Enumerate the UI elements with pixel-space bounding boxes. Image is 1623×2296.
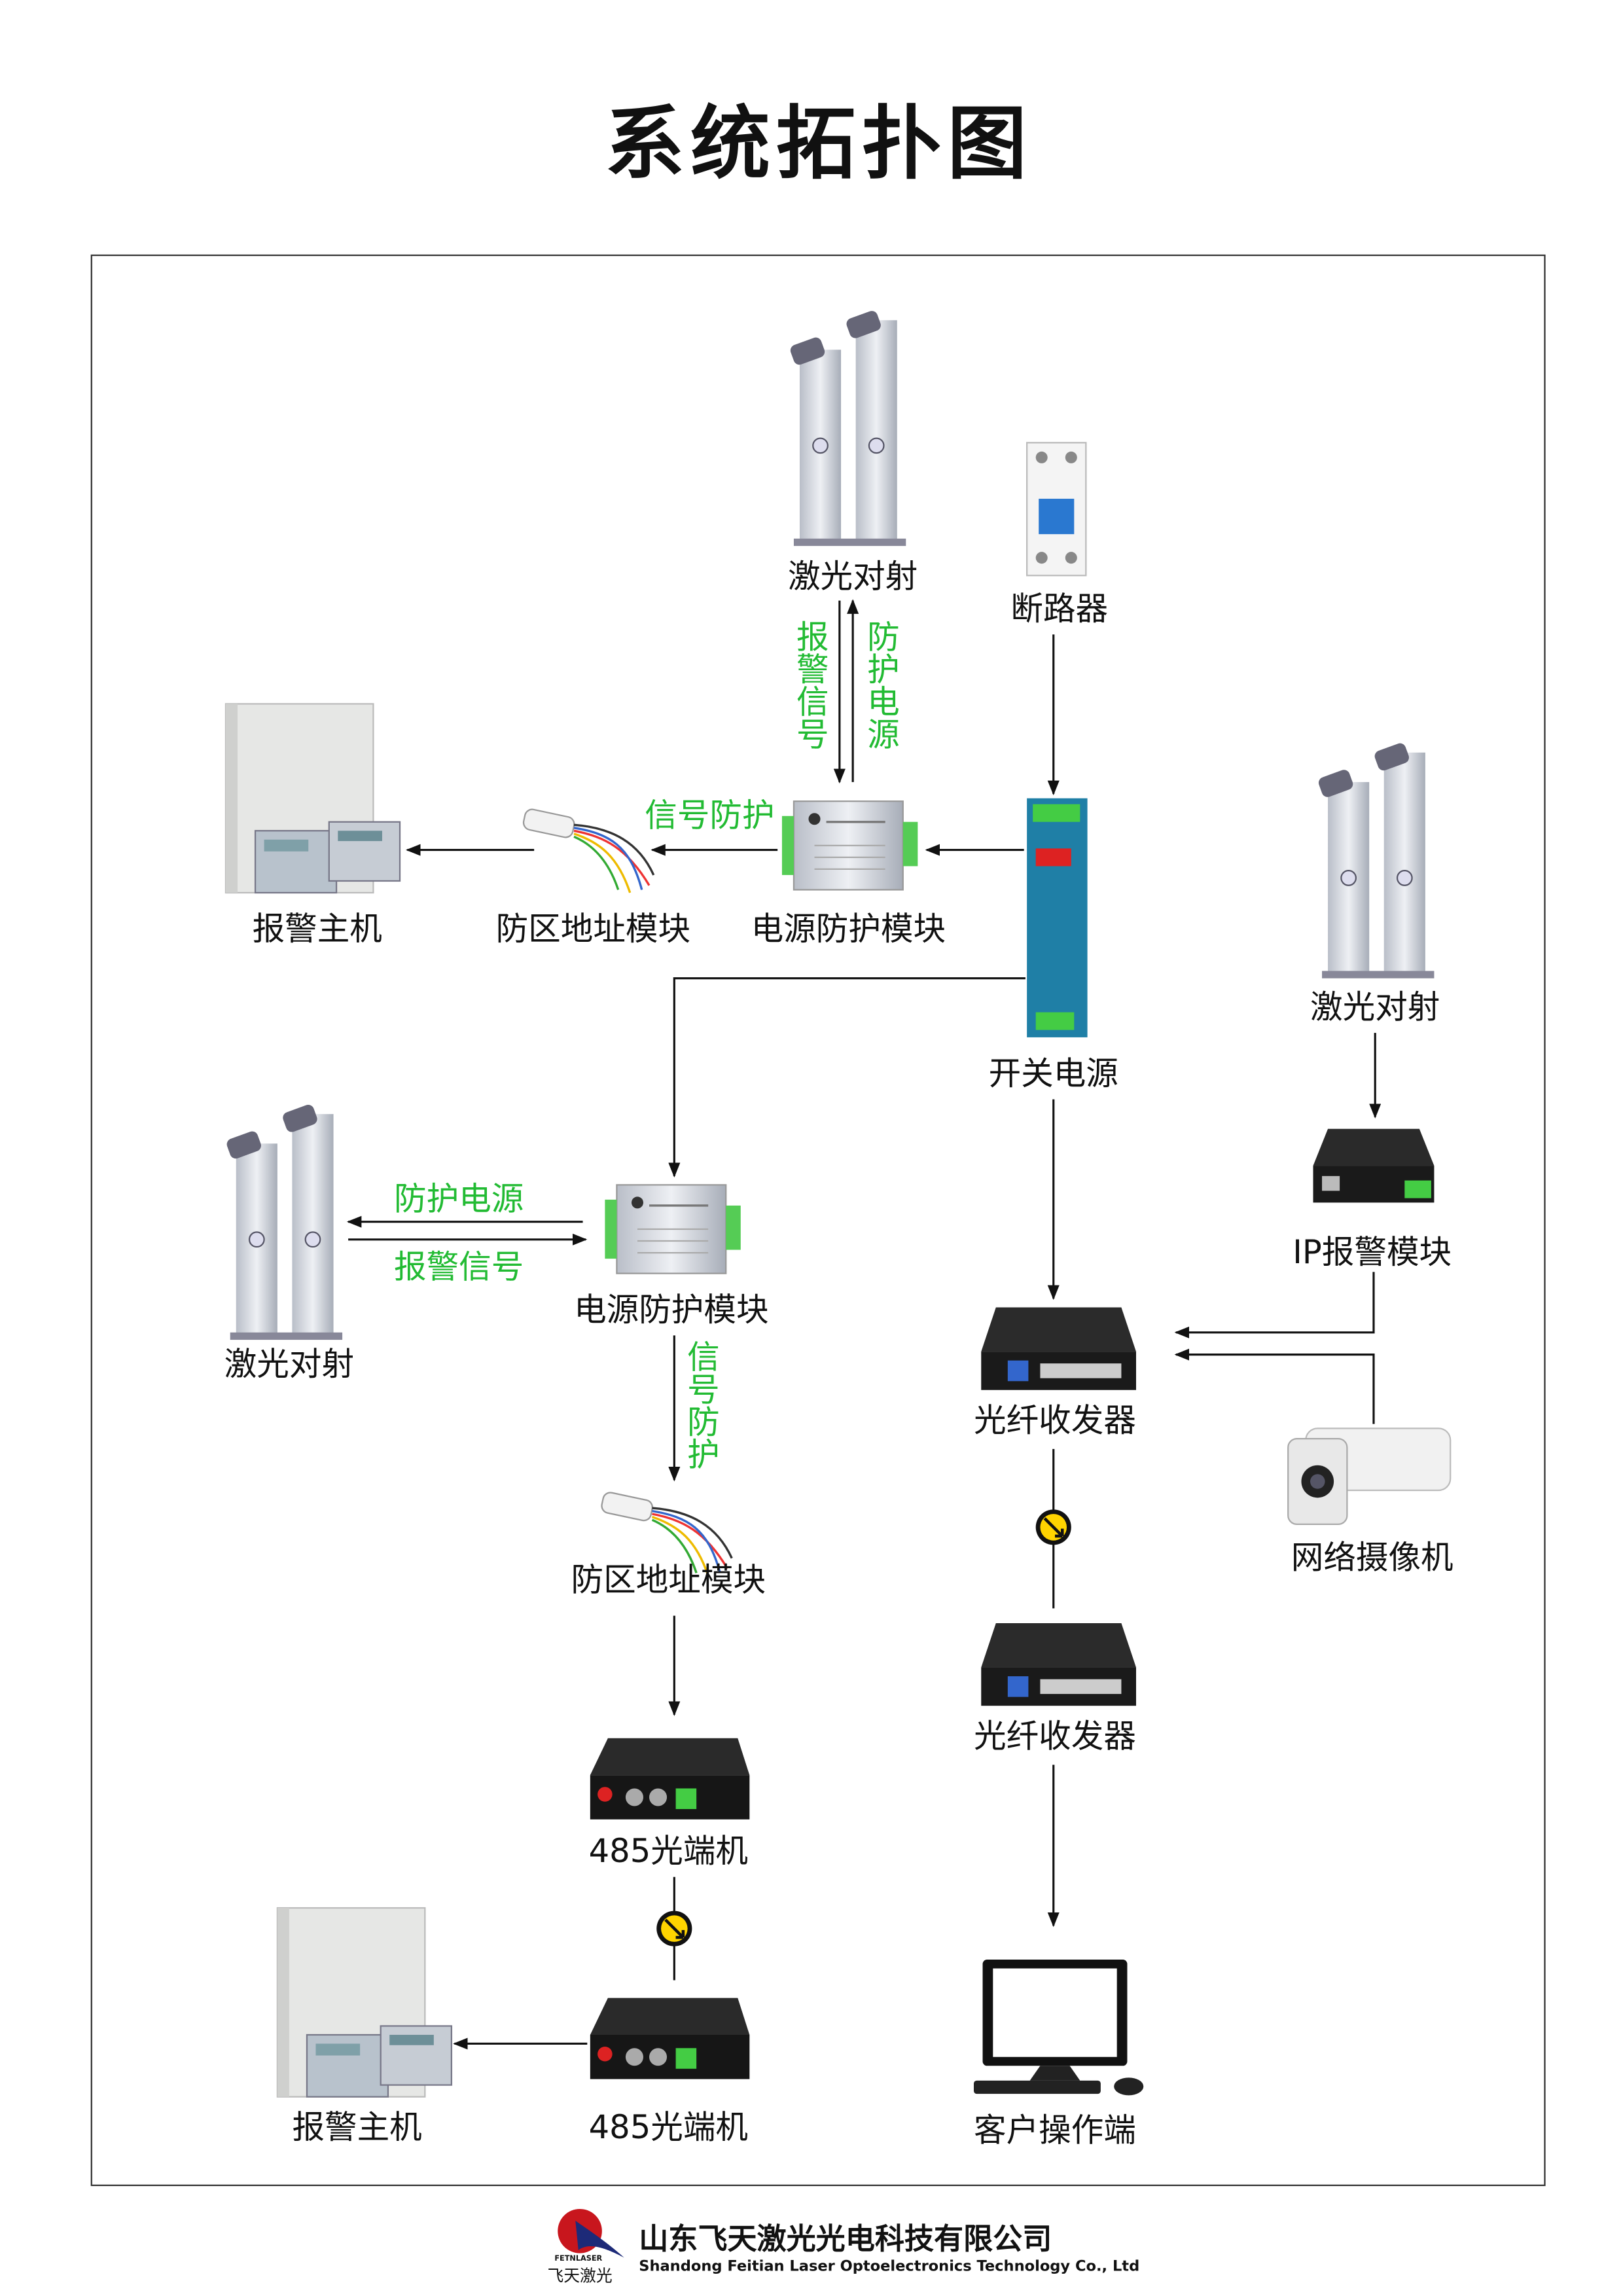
- node-label: 防区地址模块: [571, 1560, 766, 1598]
- node-label: 485光端机: [589, 2108, 748, 2146]
- page-title: 系统拓扑图: [605, 98, 1033, 190]
- edge-label: 防护电源: [862, 620, 900, 749]
- alarm-host-image: [276, 1907, 453, 2098]
- node-label: 485光端机: [589, 1832, 748, 1870]
- power-protection-module-image: [781, 800, 919, 891]
- edge-label: 防护电源: [394, 1180, 524, 1218]
- network-camera-image: [1287, 1427, 1452, 1526]
- company-name-en: Shandong Feitian Laser Optoelectronics T…: [639, 2258, 1139, 2275]
- breaker-image: [1026, 442, 1087, 577]
- laser-beam-detector-image: [1316, 740, 1435, 979]
- svg-text:FETNLASER: FETNLASER: [554, 2254, 602, 2263]
- node-label: 电源防护模块: [574, 1291, 768, 1329]
- fiber-link-icon: [1036, 1509, 1071, 1545]
- laser-beam-detector-image: [788, 308, 907, 547]
- node-label: 报警主机: [253, 910, 382, 948]
- 485-optical-transceiver-image: [590, 1738, 750, 1820]
- svg-text:飞天激光: 飞天激光: [547, 2266, 612, 2285]
- 485-optical-transceiver-image: [590, 1998, 750, 2079]
- node-label: 网络摄像机: [1291, 1539, 1454, 1577]
- node-label: 客户操作端: [974, 2111, 1136, 2149]
- fiber-transceiver-image: [981, 1623, 1136, 1706]
- node-label: 报警主机: [292, 2108, 421, 2146]
- fiber-link-icon: [656, 1911, 692, 1946]
- company-logo: FETNLASER 飞天激光: [547, 2208, 624, 2285]
- fiber-transceiver-image: [981, 1307, 1136, 1390]
- node-label: 电源防护模块: [751, 910, 946, 948]
- laser-beam-detector-image: [224, 1102, 344, 1341]
- zone-address-module-image: [521, 806, 655, 894]
- node-label: 光纤收发器: [974, 1717, 1136, 1755]
- ip-alarm-module-image: [1313, 1128, 1435, 1203]
- node-label: 开关电源: [989, 1054, 1118, 1092]
- edge-label: 信号防护: [682, 1340, 720, 1469]
- computer-image: [973, 1959, 1144, 2096]
- power-protection-module-image: [603, 1183, 742, 1275]
- diagram-frame: [90, 254, 1546, 2187]
- company-name-cn: 山东飞天激光光电科技有限公司: [639, 2221, 1052, 2256]
- node-label: 激光对射: [1310, 988, 1440, 1026]
- node-label: 激光对射: [224, 1345, 354, 1383]
- node-label: 光纤收发器: [974, 1401, 1136, 1439]
- node-label: 断路器: [1010, 590, 1108, 628]
- edge-label: 报警信号: [791, 620, 829, 749]
- node-label: 激光对射: [788, 557, 918, 595]
- edge-label: 报警信号: [394, 1247, 524, 1285]
- node-label: 防区地址模块: [496, 910, 690, 948]
- edge-label: 信号防护: [645, 797, 774, 834]
- switching-power-supply-image: [1027, 798, 1088, 1037]
- node-label: IP报警模块: [1293, 1233, 1452, 1271]
- alarm-host-image: [224, 703, 401, 894]
